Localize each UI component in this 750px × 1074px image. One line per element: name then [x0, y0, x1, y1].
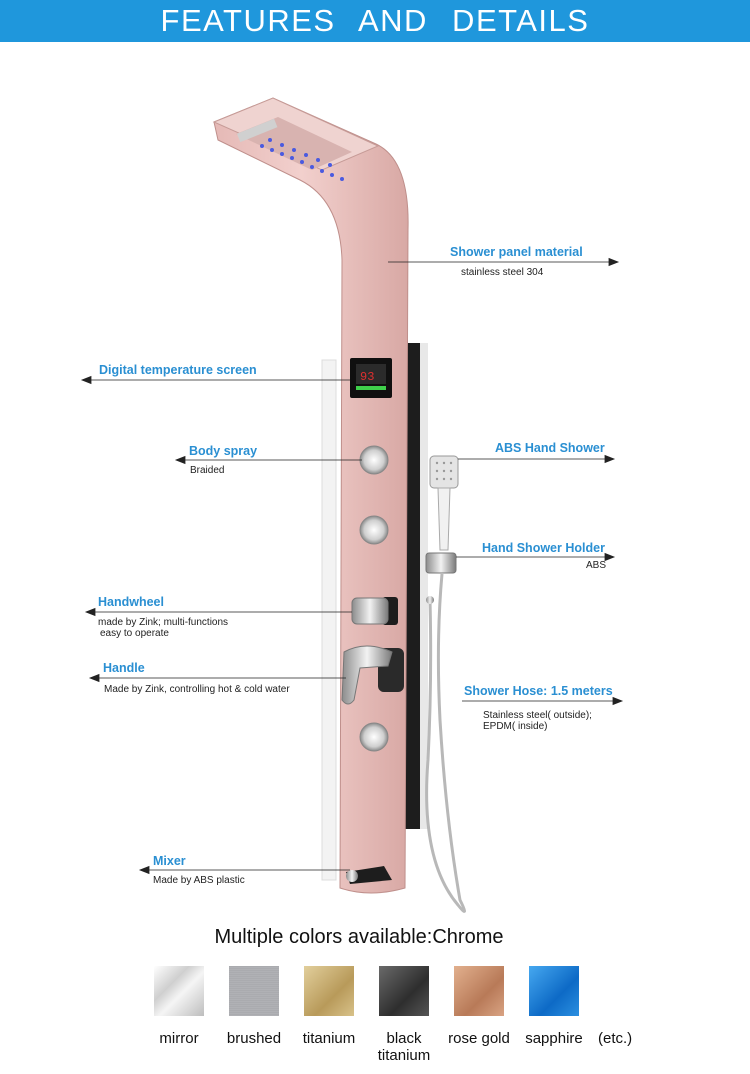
hose-sub-1: Stainless steel( outside); [483, 710, 592, 721]
swatch-titanium [304, 966, 354, 1016]
handle-label: Handle [103, 661, 145, 675]
handwheel-sub-1: made by Zink; multi-functions [98, 617, 229, 628]
panel-material-label: Shower panel material [450, 245, 583, 259]
swatch-label-brushed: brushed [226, 1030, 282, 1047]
digital-screen-label: Digital temperature screen [99, 363, 257, 377]
handwheel-label: Handwheel [98, 595, 164, 609]
swatch-label-black-titanium-line1: black [386, 1030, 422, 1047]
hose-sub-2: EPDM( inside) [483, 721, 548, 732]
handwheel-sub-2: easy to operate [100, 628, 169, 639]
body-spray-label: Body spray [189, 444, 258, 458]
mixer [346, 866, 392, 884]
body-spray-3 [359, 722, 389, 752]
mixer-label: Mixer [153, 854, 186, 868]
holder-label: Hand Shower Holder [482, 541, 605, 555]
body-spray-1 [359, 445, 389, 475]
swatch-black-titanium [379, 966, 429, 1016]
swatch-label-black-titanium-line2: titanium [377, 1047, 431, 1064]
handle [341, 645, 393, 705]
handle-sub: Made by Zink, controlling hot & cold wat… [104, 684, 290, 695]
body-spray-2 [359, 515, 389, 545]
hand-shower-holder [425, 552, 457, 574]
shower-hose [425, 573, 466, 913]
holder-sub: ABS [586, 560, 607, 571]
svg-text:93: 93 [360, 370, 374, 384]
swatch-sapphire [529, 966, 579, 1016]
swatch-label-rose-gold: rose gold [448, 1030, 510, 1047]
shower-panel-illustration: 93 [212, 97, 466, 913]
swatch-rose-gold [454, 966, 504, 1016]
body-spray-sub: Braided [190, 465, 225, 476]
swatch-brushed [229, 966, 279, 1016]
header-banner: FEATURES AND DETAILS [0, 0, 750, 42]
colors-title: Multiple colors available:Chrome [214, 926, 504, 948]
swatch-mirror [154, 966, 204, 1016]
swatch-label-black-titanium: black titanium [364, 1030, 444, 1064]
colors-etc: (etc.) [598, 1030, 633, 1047]
swatch-label-titanium: titanium [302, 1030, 356, 1047]
swatch-label-sapphire: sapphire [525, 1030, 583, 1047]
handwheel [351, 597, 389, 625]
panel-body [213, 97, 409, 894]
swatch-label-mirror: mirror [159, 1030, 199, 1047]
abs-hand-shower-label: ABS Hand Shower [495, 441, 605, 455]
mixer-sub: Made by ABS plastic [153, 875, 245, 886]
panel-material-sub: stainless steel 304 [461, 267, 544, 278]
hose-label: Shower Hose: 1.5 meters [464, 684, 613, 698]
page-title: FEATURES AND DETAILS [160, 3, 590, 38]
